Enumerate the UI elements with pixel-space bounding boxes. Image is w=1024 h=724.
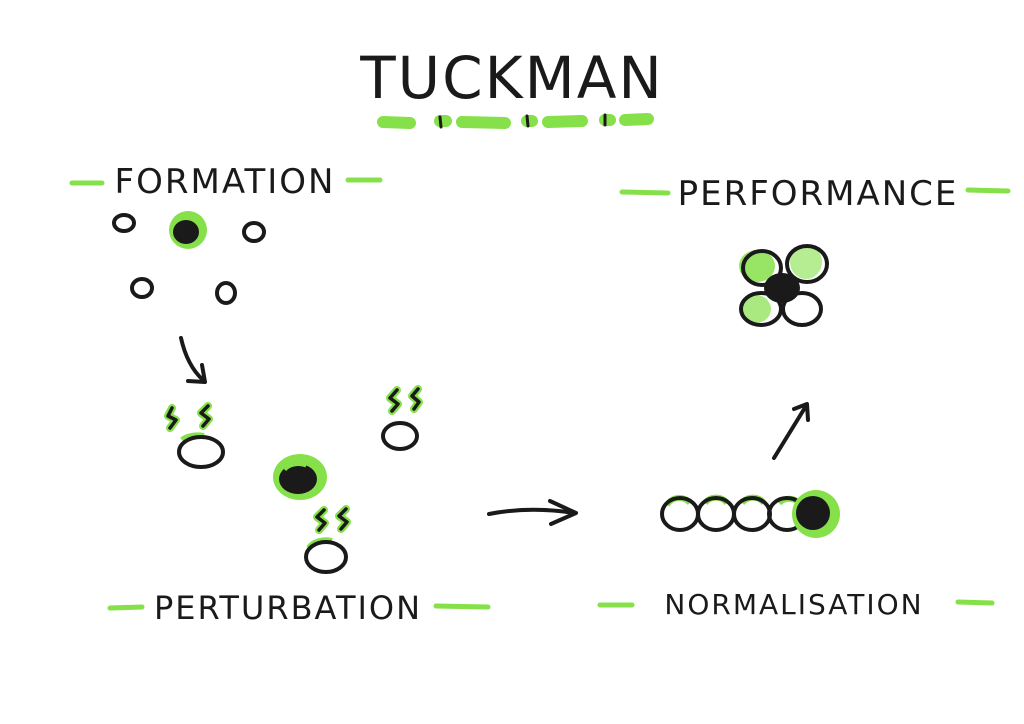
member-open-circle-icon <box>781 291 823 327</box>
performance-cluster <box>739 244 829 327</box>
member-open-circle-icon <box>112 213 136 233</box>
member-open-circle-icon <box>696 496 736 532</box>
leader-filled-circle-icon <box>792 490 840 538</box>
transition-arrow-icon <box>487 499 578 526</box>
member-open-circle-icon <box>177 432 225 469</box>
formation-label: FORMATION <box>115 162 336 202</box>
member-open-circle-icon <box>130 277 154 299</box>
member-open-circle-icon <box>215 281 237 305</box>
performance-label: PERFORMANCE <box>678 174 959 214</box>
member-open-circle-icon <box>785 244 829 284</box>
member-open-circle-icon <box>660 496 700 532</box>
stage-normalisation: NORMALISATION <box>597 402 995 621</box>
leader-filled-circle-icon <box>273 454 327 500</box>
member-open-circle-icon <box>732 496 772 532</box>
member-open-circle-icon <box>242 221 266 243</box>
page-title: TUCKMAN <box>359 44 664 112</box>
conflict-zigzag-icon <box>164 402 213 432</box>
member-open-circle-icon <box>304 537 348 574</box>
formation-group <box>112 211 266 305</box>
title-underline <box>377 113 654 129</box>
normalisation-row <box>660 490 840 538</box>
stage-perturbation: PERTURBATION <box>107 385 578 627</box>
conflict-zigzag-icon <box>313 505 351 534</box>
leader-filled-circle-icon <box>764 273 800 303</box>
stage-performance: PERFORMANCE <box>619 174 1011 327</box>
member-open-circle-icon <box>741 249 783 287</box>
perturbation-label: PERTURBATION <box>154 589 422 627</box>
normalisation-label: NORMALISATION <box>664 588 923 621</box>
transition-arrow-icon <box>179 336 207 384</box>
transition-arrow-icon <box>772 402 810 460</box>
conflict-zigzag-icon <box>386 385 423 415</box>
stage-formation: FORMATION <box>69 162 383 384</box>
title-group: TUCKMAN <box>359 44 664 129</box>
leader-filled-circle-icon <box>169 211 207 249</box>
member-open-circle-icon <box>381 421 419 451</box>
